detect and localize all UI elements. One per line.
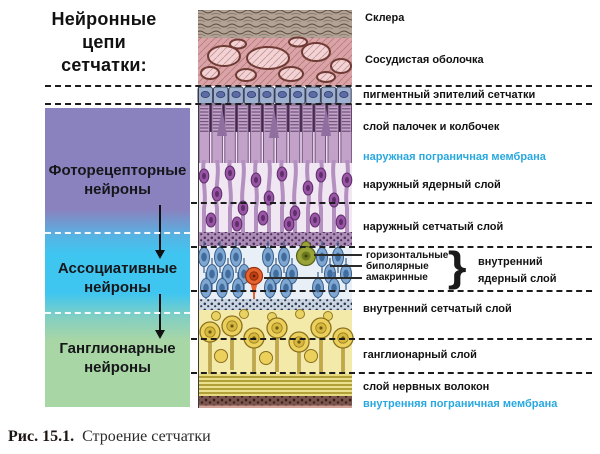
label-rods-cones: слой палочек и колбочек xyxy=(363,121,500,133)
down-arrow-icon xyxy=(159,205,161,250)
title-line-3: сетчатки: xyxy=(61,55,147,75)
neuron-groups-panel: Фоторецепторные нейроны Ассоциативные не… xyxy=(45,108,190,407)
associative-neurons-label: Ассоциативные нейроны xyxy=(57,260,178,296)
zone-divider xyxy=(45,312,190,314)
boundary-line-ganglion-top xyxy=(191,338,592,340)
photoreceptor-neurons-label: Фоторецепторные нейроны xyxy=(48,162,187,198)
pointer-line-horizontal-cell xyxy=(314,254,362,256)
zone-divider xyxy=(45,232,190,234)
label-outer-limiting-membrane: наружная пограничная мембрана xyxy=(363,151,546,163)
label-ganglion: ганглионарный слой xyxy=(363,349,477,361)
title-line-1: Нейронные xyxy=(51,9,157,29)
boundary-line-inner-nuclear-top xyxy=(191,246,592,248)
label-pigment-epithelium: пигментный эпителий сетчатки xyxy=(363,89,536,101)
figure-caption: Рис. 15.1. Строение сетчатки xyxy=(8,428,211,446)
title-line-2: цепи xyxy=(82,32,126,52)
boundary-line-pigment-top xyxy=(45,85,592,87)
boundary-line-ganglion-bottom xyxy=(191,372,592,374)
label-inner-nuclear: внутренний ядерный слой xyxy=(478,254,557,288)
label-amacrine-cells: амакринные xyxy=(366,272,428,283)
figure-title: Нейронные цепи сетчатки: xyxy=(28,8,180,77)
label-outer-nuclear: наружный ядерный слой xyxy=(363,179,501,191)
label-inner-limiting-membrane: внутренняя пограничная мембрана xyxy=(363,398,558,410)
boundary-line-outer-nuclear xyxy=(191,202,592,204)
label-outer-plexiform: наружный сетчатый слой xyxy=(363,221,504,233)
label-inner-nuclear-line2: ядерный слой xyxy=(478,273,557,285)
figure-number: Рис. 15.1. xyxy=(8,428,75,445)
boundary-line-inner-nuclear-bottom xyxy=(191,290,592,292)
pointer-line-bipolar-cell xyxy=(330,265,362,267)
label-nerve-fibers: слой нервных волокон xyxy=(363,381,490,393)
down-arrow-icon xyxy=(155,250,165,259)
label-sclera: Склера xyxy=(365,12,405,24)
label-bipolar-cells: биполярные xyxy=(366,261,429,272)
retina-illustration xyxy=(197,10,354,408)
ganglionic-neurons-label: Ганглионарные нейроны xyxy=(59,340,176,376)
figure-caption-text: Строение сетчатки xyxy=(82,428,211,445)
pointer-line-amacrine-cell xyxy=(264,277,362,279)
label-horizontal-cells: горизонтальные xyxy=(366,250,449,261)
label-inner-nuclear-line1: внутренний xyxy=(478,256,543,268)
brace-icon: } xyxy=(447,243,467,290)
label-inner-plexiform: внутренний сетчатый слой xyxy=(363,303,512,315)
boundary-line-pigment-bottom xyxy=(45,103,592,105)
down-arrow-icon xyxy=(155,330,165,339)
label-choroid: Сосудистая оболочка xyxy=(365,54,484,66)
